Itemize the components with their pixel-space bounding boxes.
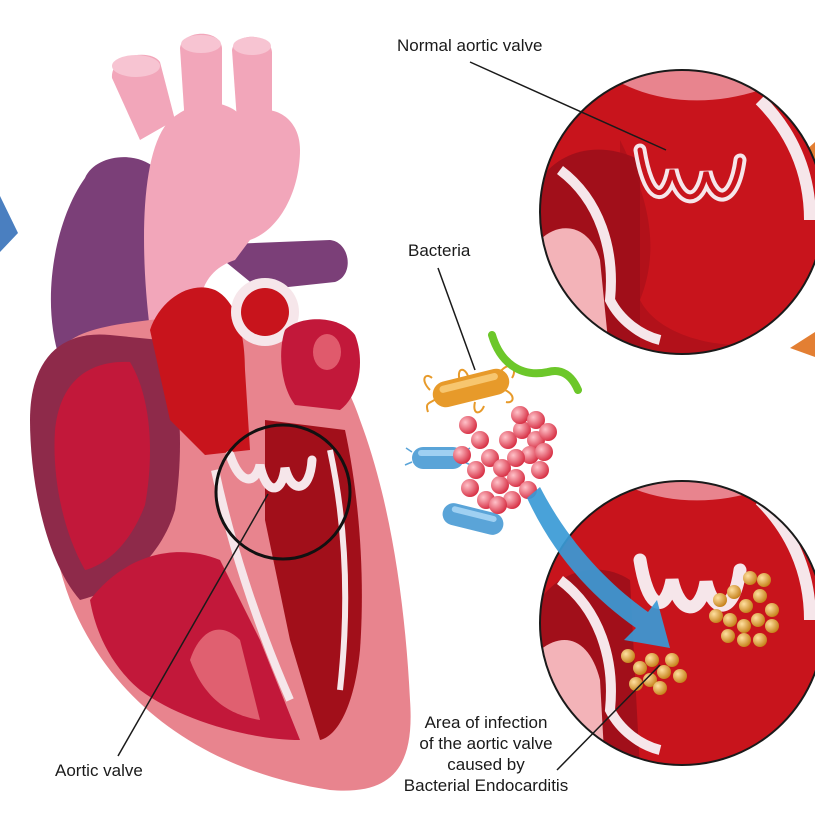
infection-label-line-1: Area of infection	[398, 712, 574, 733]
corner-marker-left	[0, 196, 18, 252]
coccus	[453, 446, 471, 464]
pulmonary-artery-lumen	[241, 288, 289, 336]
infection-label-line-2: of the aortic valve	[398, 733, 574, 754]
vegetation-nodule	[645, 653, 659, 667]
bacteria-leader	[438, 268, 475, 370]
coccus	[539, 423, 557, 441]
vegetation-nodule	[633, 661, 647, 675]
normal-valve-magnified	[540, 60, 815, 360]
vegetation-nodule	[737, 633, 751, 647]
coccus	[467, 461, 485, 479]
aortic-opening-2	[181, 35, 221, 53]
vegetation-nodule	[751, 613, 765, 627]
vegetation-nodule	[709, 609, 723, 623]
coccus	[531, 461, 549, 479]
coccus	[461, 479, 479, 497]
pulmonary-vein-opening	[313, 334, 341, 370]
infection-label-line-4: Bacterial Endocarditis	[398, 775, 574, 796]
vegetation-nodule	[743, 571, 757, 585]
heart	[30, 34, 411, 791]
coccus	[507, 449, 525, 467]
coccus	[511, 406, 529, 424]
coccus	[459, 416, 477, 434]
vegetation-nodule	[621, 649, 635, 663]
normal-valve-label: Normal aortic valve	[397, 35, 543, 56]
vegetation-nodule	[753, 589, 767, 603]
vegetation-nodule	[739, 599, 753, 613]
vegetation-nodule	[723, 613, 737, 627]
vegetation-nodule	[665, 653, 679, 667]
vegetation-nodule	[753, 633, 767, 647]
coccus	[491, 476, 509, 494]
vegetation-nodule	[737, 619, 751, 633]
coccus	[535, 443, 553, 461]
infection-label: Area of infection of the aortic valve ca…	[398, 712, 574, 796]
vegetation-nodule	[721, 629, 735, 643]
vegetation-nodule	[727, 585, 741, 599]
vegetation-nodule	[673, 669, 687, 683]
vegetation-nodule	[757, 573, 771, 587]
corner-marker-mid-right	[790, 332, 815, 357]
aortic-opening-3	[233, 37, 271, 55]
aortic-valve-label: Aortic valve	[55, 760, 143, 781]
coccus	[471, 431, 489, 449]
bacteria-cluster	[405, 335, 578, 537]
vegetation-nodule	[713, 593, 727, 607]
vegetation-nodule	[765, 619, 779, 633]
coccus	[489, 496, 507, 514]
aortic-opening-1	[112, 55, 160, 77]
bacteria-label: Bacteria	[408, 240, 470, 261]
infection-label-line-3: caused by	[398, 754, 574, 775]
vegetation-nodule	[765, 603, 779, 617]
vegetation-nodule	[653, 681, 667, 695]
vegetation-nodule	[657, 665, 671, 679]
